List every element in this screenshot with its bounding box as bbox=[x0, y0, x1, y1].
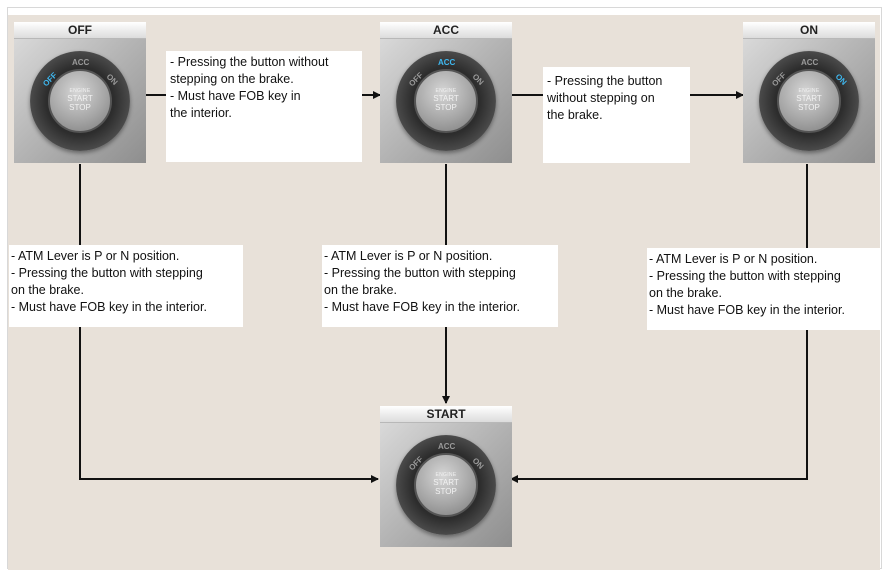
mode-label-acc: ACC bbox=[438, 442, 456, 451]
note-line: the brake. bbox=[547, 108, 603, 122]
note-line: the interior. bbox=[170, 106, 232, 120]
transition-note-off-to-acc: - Pressing the button without stepping o… bbox=[166, 51, 362, 162]
note-line: on the brake. bbox=[649, 286, 722, 300]
start-button-image: OFF ACC ON ENGINE START STOP bbox=[743, 39, 875, 163]
start-button-image: OFF ACC ON ENGINE START STOP bbox=[380, 39, 512, 163]
mode-label-acc: ACC bbox=[801, 58, 819, 67]
mode-label-acc: ACC bbox=[72, 58, 90, 67]
state-node-acc: ACC OFF ACC ON ENGINE START STOP bbox=[380, 22, 512, 163]
state-label-off: OFF bbox=[14, 22, 146, 39]
stop-text: STOP bbox=[435, 487, 457, 496]
note-line: - Pressing the button with stepping bbox=[324, 266, 516, 280]
state-node-start: START OFF ACC ON ENGINE START STOP bbox=[380, 406, 512, 547]
engine-text: ENGINE bbox=[435, 472, 457, 478]
transition-note-acc-to-on: - Pressing the button without stepping o… bbox=[543, 67, 690, 163]
engine-start-stop-button: ENGINE START STOP bbox=[414, 453, 478, 517]
stop-text: STOP bbox=[435, 103, 457, 112]
stop-text: STOP bbox=[798, 103, 820, 112]
note-line: - Must have FOB key in the interior. bbox=[11, 300, 207, 314]
engine-text: ENGINE bbox=[435, 88, 457, 94]
start-text: START bbox=[433, 478, 459, 487]
engine-start-stop-button: ENGINE START STOP bbox=[48, 69, 112, 133]
state-label-on: ON bbox=[743, 22, 875, 39]
start-button-image: OFF ACC ON ENGINE START STOP bbox=[380, 423, 512, 547]
state-node-on: ON OFF ACC ON ENGINE START STOP bbox=[743, 22, 875, 163]
note-line: - Must have FOB key in the interior. bbox=[324, 300, 520, 314]
state-label-acc: ACC bbox=[380, 22, 512, 39]
transition-note-off-to-start: - ATM Lever is P or N position. - Pressi… bbox=[9, 245, 243, 327]
note-line: on the brake. bbox=[324, 283, 397, 297]
transition-note-acc-to-start: - ATM Lever is P or N position. - Pressi… bbox=[322, 245, 558, 327]
mode-label-acc: ACC bbox=[438, 58, 456, 67]
note-line: - ATM Lever is P or N position. bbox=[11, 249, 180, 263]
state-label-start: START bbox=[380, 406, 512, 423]
note-line: without stepping on bbox=[547, 91, 655, 105]
transition-note-on-to-start: - ATM Lever is P or N position. - Pressi… bbox=[647, 248, 880, 330]
note-line: - Must have FOB key in bbox=[170, 89, 301, 103]
note-line: on the brake. bbox=[11, 283, 84, 297]
note-line: - Pressing the button bbox=[547, 74, 663, 88]
start-text: START bbox=[67, 94, 93, 103]
start-button-image: OFF ACC ON ENGINE START STOP bbox=[14, 39, 146, 163]
engine-text: ENGINE bbox=[798, 88, 820, 94]
engine-text: ENGINE bbox=[69, 88, 91, 94]
state-node-off: OFF OFF ACC ON ENGINE START STOP bbox=[14, 22, 146, 163]
stop-text: STOP bbox=[69, 103, 91, 112]
note-line: - Pressing the button without bbox=[170, 55, 329, 69]
start-text: START bbox=[433, 94, 459, 103]
note-line: - ATM Lever is P or N position. bbox=[649, 252, 818, 266]
start-text: START bbox=[796, 94, 822, 103]
note-line: - Must have FOB key in the interior. bbox=[649, 303, 845, 317]
note-line: - ATM Lever is P or N position. bbox=[324, 249, 493, 263]
note-line: - Pressing the button with stepping bbox=[11, 266, 203, 280]
engine-start-stop-button: ENGINE START STOP bbox=[777, 69, 841, 133]
note-line: stepping on the brake. bbox=[170, 72, 294, 86]
engine-start-stop-button: ENGINE START STOP bbox=[414, 69, 478, 133]
note-line: - Pressing the button with stepping bbox=[649, 269, 841, 283]
